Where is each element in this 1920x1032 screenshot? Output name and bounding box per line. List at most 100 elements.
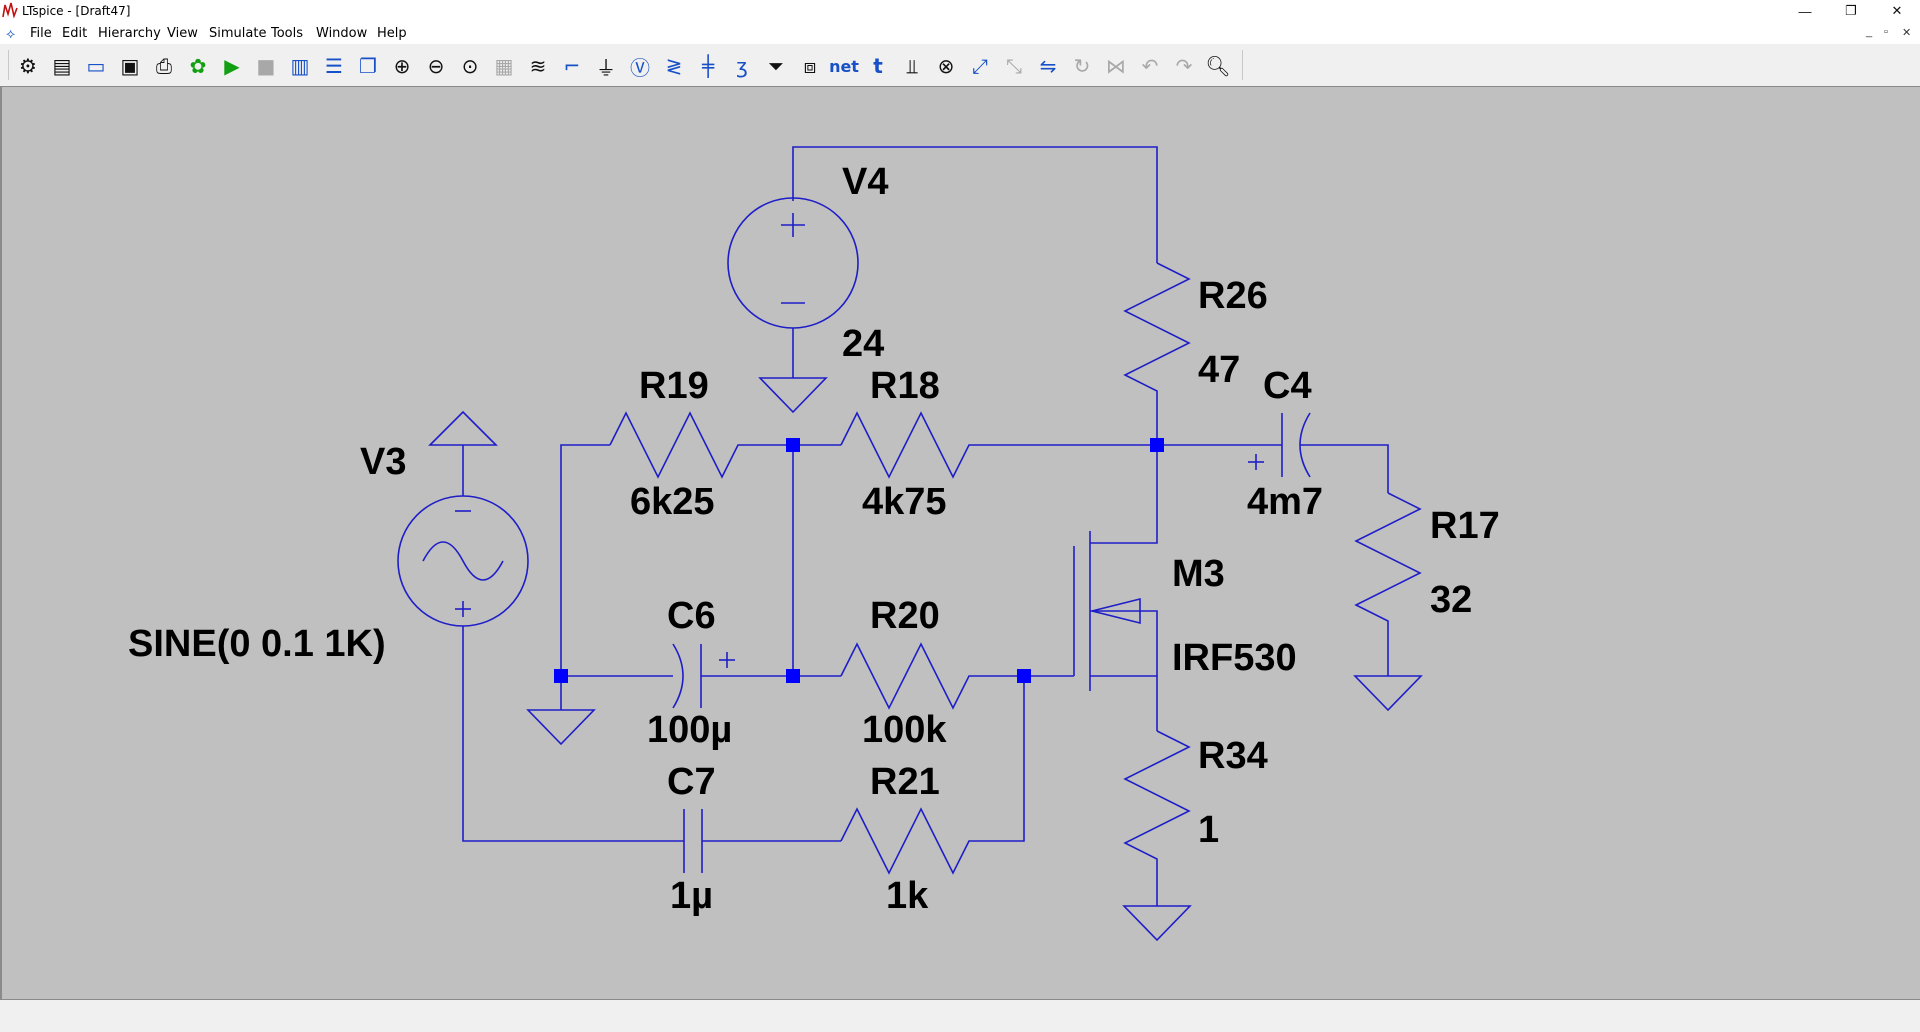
document-icon[interactable]: ⟡ [6,25,16,41]
c4-name-label[interactable]: C4 [1263,365,1312,407]
spice-directive-icon[interactable]: ⫫ [906,54,918,78]
r26-value-label[interactable]: 47 [1198,349,1241,391]
rotate-icon[interactable]: ↻ [1073,54,1091,78]
zoom-in-icon[interactable]: ⊕ [393,54,411,78]
capacitor-icon[interactable]: ╪ [701,54,715,78]
print-icon[interactable]: ⎙ [156,54,172,78]
ac-analysis-icon[interactable]: ✿ [189,54,207,78]
r18-name-label[interactable]: R18 [870,365,940,407]
toolbar-separator [1242,50,1245,80]
resistor-icon[interactable]: ≷ [665,54,683,78]
v4-name-label[interactable]: V4 [842,161,889,203]
ltspice-app-icon [2,2,18,18]
m3-value-label[interactable]: IRF530 [1172,637,1297,679]
menu-simulate[interactable]: Simulate [209,26,267,41]
r19-name-label[interactable]: R19 [639,365,709,407]
menu-file[interactable]: File [30,26,52,41]
wire-r19-left [560,444,610,676]
menu-window[interactable]: Window [316,26,368,41]
r26-name-label[interactable]: R26 [1198,275,1268,317]
c7-name-label[interactable]: C7 [667,761,716,803]
zoom-fit-icon[interactable]: ⊙ [461,54,479,78]
menu-view[interactable]: View [167,26,198,41]
drag-icon[interactable]: ⤡ [1006,54,1022,78]
label-net-icon[interactable]: Ⓥ [630,55,650,80]
menu-edit[interactable]: Edit [62,26,88,41]
v3-value-label[interactable]: SINE(0 0.1 1K) [128,623,386,665]
restore-button[interactable]: ❐ [1845,3,1857,18]
waveform-icon[interactable]: ≋ [529,54,547,78]
v3-name-label[interactable]: V3 [360,441,407,483]
redo-icon[interactable]: ↷ [1175,54,1193,78]
diode-icon[interactable]: ⏷ [768,54,784,78]
wire-v4-top [792,146,1158,263]
mdi-close-button[interactable]: ✕ [1902,27,1912,39]
mdi-restore-button[interactable]: ▫ [1884,26,1888,38]
r17-ground-symbol [1353,675,1423,712]
schematic-canvas[interactable]: V4 24 R26 47 R19 6k25 R18 4k75 C4 4m7 R1… [0,86,1920,1000]
v4-value-label[interactable]: 24 [842,323,885,365]
open-folder-icon[interactable]: ▭ [86,54,106,78]
menu-tools[interactable]: Tools [271,26,304,41]
r21-value-label[interactable]: 1k [886,875,929,917]
m3-drain [1090,445,1158,544]
menu-bar: ⟡ File Edit Hierarchy View Simulate Tool… [0,22,1920,44]
mdi-minimize-button[interactable]: _ [1866,26,1873,38]
menu-hierarchy[interactable]: Hierarchy [98,26,161,41]
minimize-button[interactable]: — [1798,3,1812,19]
ground-icon[interactable]: ⏚ [596,55,616,80]
close-button[interactable]: ✕ [1891,3,1903,18]
stop-icon[interactable]: ■ [256,54,276,78]
r20-name-label[interactable]: R20 [870,595,940,637]
r34-value-label[interactable]: 1 [1198,809,1220,851]
run-icon[interactable]: ▶ [224,54,240,78]
c4-value-label[interactable]: 4m7 [1247,481,1324,523]
c7-value-label[interactable]: 1µ [670,875,714,917]
paste-icon[interactable]: ⋈ [1106,54,1126,78]
r21-name-label[interactable]: R21 [870,761,940,803]
m3-source [1090,675,1158,731]
tile-vertical-icon[interactable]: ▥ [290,54,310,78]
r26-resistor-symbol [1123,262,1191,445]
m3-body [1090,610,1158,676]
junction-node [1017,669,1031,683]
c6-name-label[interactable]: C6 [667,595,716,637]
r34-name-label[interactable]: R34 [1198,735,1268,777]
r17-resistor-symbol [1354,492,1422,676]
inductor-icon[interactable]: ʒ [736,54,748,78]
move-icon[interactable]: ⤢ [972,54,988,78]
undo-icon[interactable]: ↶ [1141,54,1159,78]
zoom-out-icon[interactable]: ⊖ [427,54,445,78]
v4-ground-symbol [758,377,828,414]
component-icon[interactable]: ⧈ [803,54,817,78]
delete-icon[interactable]: ⊗ [937,54,955,78]
cascade-icon[interactable]: ❐ [359,54,377,78]
junction-node [786,669,800,683]
wire-icon[interactable]: ⌐ [563,54,581,78]
r17-value-label[interactable]: 32 [1430,579,1473,621]
r17-name-label[interactable]: R17 [1430,505,1500,547]
new-schematic-icon[interactable]: ▤ [52,54,72,78]
toolbar: ⚙ ▤ ▭ ▣ ⎙ ✿ ▶ ■ ▥ ☰ ❐ ⊕ ⊖ ⊙ ▦ ≋ ⌐ ⏚ Ⓥ ≷ … [0,44,1920,87]
left-ground-symbol [526,709,596,746]
gear-icon[interactable]: ⚙ [19,54,37,78]
r20-resistor-symbol [840,642,1024,710]
zoom-full-icon[interactable]: ▦ [494,54,514,78]
r18-value-label[interactable]: 4k75 [862,481,947,523]
mirror-icon[interactable]: ⇋ [1039,54,1057,78]
net-label-icon[interactable]: net [829,56,859,76]
r34-ground-symbol [1122,905,1192,942]
tile-horizontal-icon[interactable]: ☰ [325,54,343,78]
m3-name-label[interactable]: M3 [1172,553,1225,595]
r19-value-label[interactable]: 6k25 [630,481,715,523]
save-icon[interactable]: ▣ [120,54,140,78]
find-icon[interactable]: 🔍︎ [1205,54,1231,78]
text-icon[interactable]: t [873,54,883,78]
window-title: LTspice - [Draft47] [22,4,131,18]
m3-arrow [1091,597,1141,625]
status-bar [0,1000,1920,1032]
c6-plate-left [672,643,684,709]
r20-value-label[interactable]: 100k [862,709,947,751]
c6-value-label[interactable]: 100µ [647,709,733,751]
menu-help[interactable]: Help [377,26,407,41]
